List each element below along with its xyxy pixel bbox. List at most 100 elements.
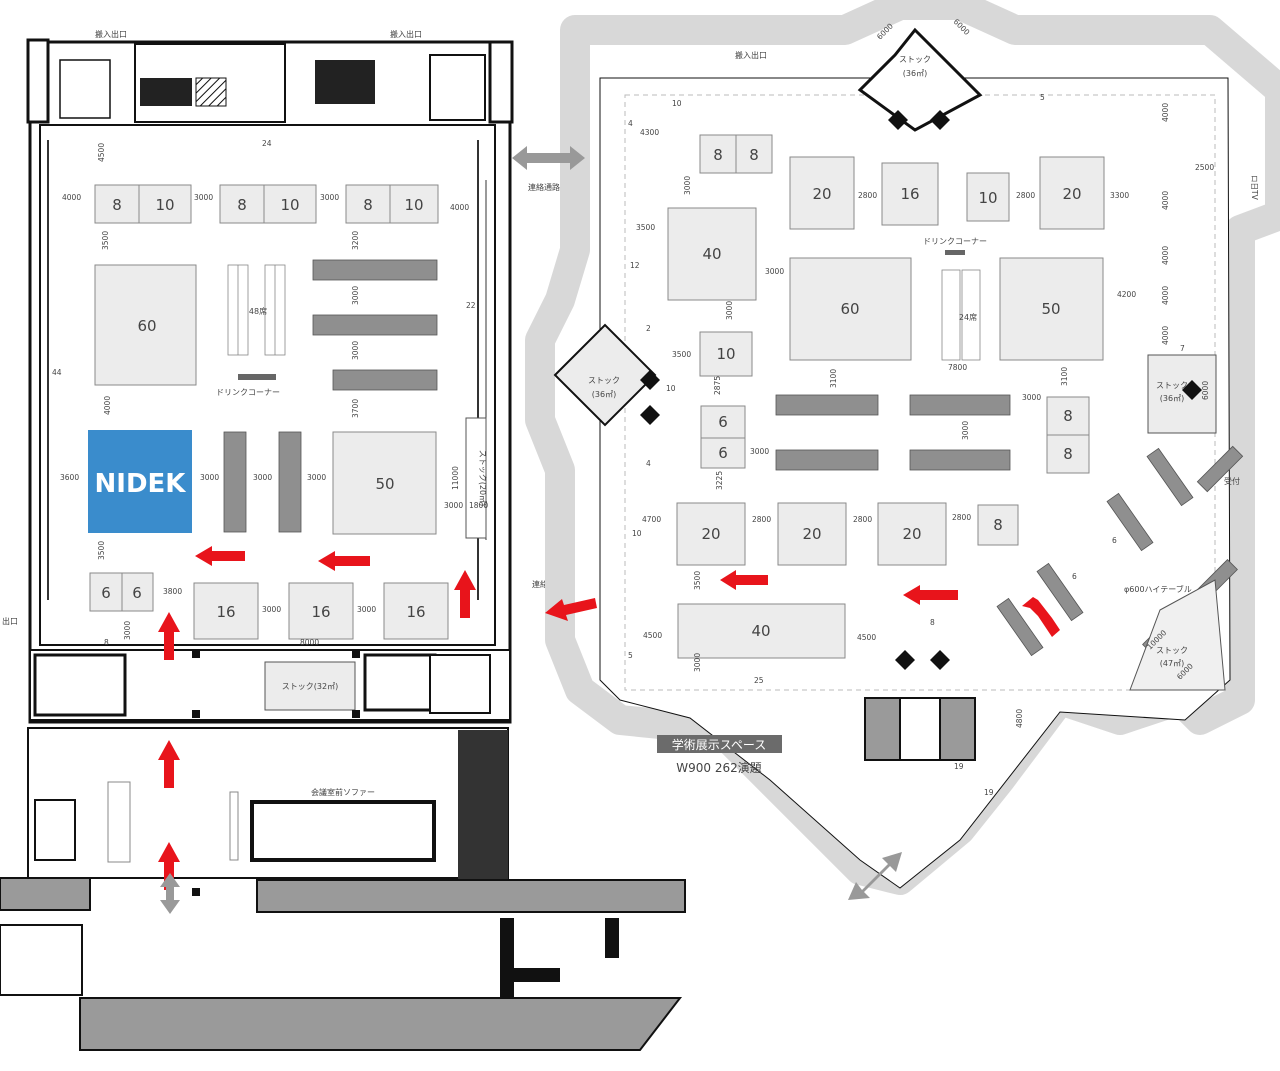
booth-right-6b[interactable] — [700, 437, 746, 469]
svg-text:4000: 4000 — [1161, 246, 1170, 265]
seating-24 — [941, 269, 981, 361]
dim-2: 2 — [646, 324, 651, 333]
stock-right-area: (36㎡) — [1160, 394, 1184, 403]
svg-text:2500: 2500 — [1195, 163, 1214, 172]
booth-left-10c[interactable] — [389, 184, 439, 224]
stock-20-room — [465, 417, 487, 539]
poster-board — [332, 369, 438, 391]
booth-label: 8 — [363, 196, 373, 214]
booth-left-50[interactable] — [332, 431, 437, 535]
svg-text:3000: 3000 — [123, 621, 132, 640]
booth-label: 60 — [840, 300, 859, 318]
booth-left-6b[interactable] — [121, 572, 154, 612]
loading-exit-right-label: 搬入出口 — [735, 50, 767, 60]
booth-right-10a[interactable] — [966, 172, 1010, 222]
svg-text:11000: 11000 — [451, 466, 460, 490]
stock-32-label: ストック(32㎡) — [282, 682, 338, 691]
booth-left-16a[interactable] — [193, 582, 259, 640]
svg-text:19: 19 — [954, 762, 964, 771]
stock-top-label: ストック — [899, 55, 931, 64]
svg-text:4500: 4500 — [643, 631, 662, 640]
booth-label: 8 — [749, 146, 759, 164]
booth-label: 16 — [900, 185, 919, 203]
right-dimensions: 4300 3000 2500 3500 2800 2800 3300 3000 … — [628, 103, 1259, 797]
svg-text:4700: 4700 — [642, 515, 661, 524]
svg-text:4000: 4000 — [450, 203, 469, 212]
booth-left-16c[interactable] — [383, 582, 449, 640]
svg-text:3000: 3000 — [765, 267, 784, 276]
svg-text:3000: 3000 — [961, 421, 970, 440]
poster-board — [775, 394, 879, 416]
booth-left-10a[interactable] — [138, 184, 192, 224]
booth-right-60[interactable] — [789, 257, 912, 361]
seats-24-label: 24席 — [959, 312, 977, 322]
booth-right-8c[interactable] — [1046, 396, 1090, 436]
svg-text:2800: 2800 — [952, 513, 971, 522]
exhibit-subtitle: W900 262演題 — [676, 760, 762, 775]
stock-47-area: (47㎡) — [1160, 659, 1184, 668]
booth-label: 20 — [701, 525, 720, 543]
booth-left-8c[interactable] — [345, 184, 391, 224]
booth-label: 6 — [718, 413, 728, 431]
svg-text:5: 5 — [628, 651, 633, 660]
booth-right-40a[interactable] — [667, 207, 757, 301]
svg-text:3000: 3000 — [693, 653, 702, 672]
poster-board — [909, 449, 1011, 471]
booth-right-20e[interactable] — [877, 502, 947, 566]
booth-left-10b[interactable] — [263, 184, 317, 224]
booth-label: 60 — [137, 317, 156, 335]
booth-right-20a[interactable] — [789, 156, 855, 230]
booth-right-20d[interactable] — [777, 502, 847, 566]
nidek-booth[interactable] — [88, 430, 192, 533]
svg-text:3000: 3000 — [444, 501, 463, 510]
svg-text:8: 8 — [930, 618, 935, 627]
loading-exit-left-label: 搬入出口 — [95, 29, 127, 39]
svg-text:ロ日TV: ロ日TV — [1250, 175, 1259, 201]
svg-text:3500: 3500 — [101, 231, 110, 250]
booth-label: 20 — [812, 185, 831, 203]
svg-text:2800: 2800 — [858, 191, 877, 200]
booth-right-8d[interactable] — [1046, 434, 1090, 474]
booth-left-8b[interactable] — [219, 184, 265, 224]
booth-right-8a[interactable] — [699, 134, 737, 174]
svg-text:4000: 4000 — [1161, 326, 1170, 345]
svg-text:3000: 3000 — [320, 193, 339, 202]
poster-board — [278, 431, 302, 533]
booth-right-40b[interactable] — [677, 603, 846, 659]
stock-20-label: ストック(20㎡) — [478, 450, 487, 506]
booth-right-10b[interactable] — [699, 331, 753, 377]
stock-left-label: ストック — [588, 376, 620, 385]
booth-right-50[interactable] — [999, 257, 1104, 361]
booth-left-16b[interactable] — [288, 582, 354, 640]
svg-text:3300: 3300 — [1110, 191, 1129, 200]
svg-text:3000: 3000 — [1022, 393, 1041, 402]
gray-arrows — [160, 146, 902, 914]
svg-text:4300: 4300 — [640, 128, 659, 137]
stock-47-label: ストック — [1156, 646, 1188, 655]
booth-label: 20 — [802, 525, 821, 543]
booth-right-6a[interactable] — [700, 405, 746, 439]
svg-text:4200: 4200 — [1117, 290, 1136, 299]
svg-text:4000: 4000 — [62, 193, 81, 202]
high-table-label: φ600ハイテーブル — [1124, 584, 1192, 594]
svg-text:2800: 2800 — [1016, 191, 1035, 200]
booth-label: 8 — [1063, 407, 1073, 425]
booth-right-8b[interactable] — [735, 134, 773, 174]
poster-board — [775, 449, 879, 471]
booth-right-20b[interactable] — [1039, 156, 1105, 230]
drink-corner-label: ドリンクコーナー — [216, 388, 280, 397]
booth-right-20c[interactable] — [676, 502, 746, 566]
poster-board — [223, 431, 247, 533]
svg-text:4000: 4000 — [1161, 191, 1170, 210]
dim-22: 22 — [466, 301, 476, 310]
booth-left-8a[interactable] — [94, 184, 140, 224]
booth-label: 10 — [404, 196, 423, 214]
booth-left-6a[interactable] — [89, 572, 123, 612]
booth-right-16[interactable] — [881, 162, 939, 226]
booth-right-8e[interactable] — [977, 504, 1019, 546]
svg-text:3500: 3500 — [636, 223, 655, 232]
svg-text:3000: 3000 — [253, 473, 272, 482]
dim-25: 25 — [754, 676, 764, 685]
booth-left-60[interactable] — [94, 264, 197, 386]
stock-top-area: (36㎡) — [903, 69, 927, 78]
